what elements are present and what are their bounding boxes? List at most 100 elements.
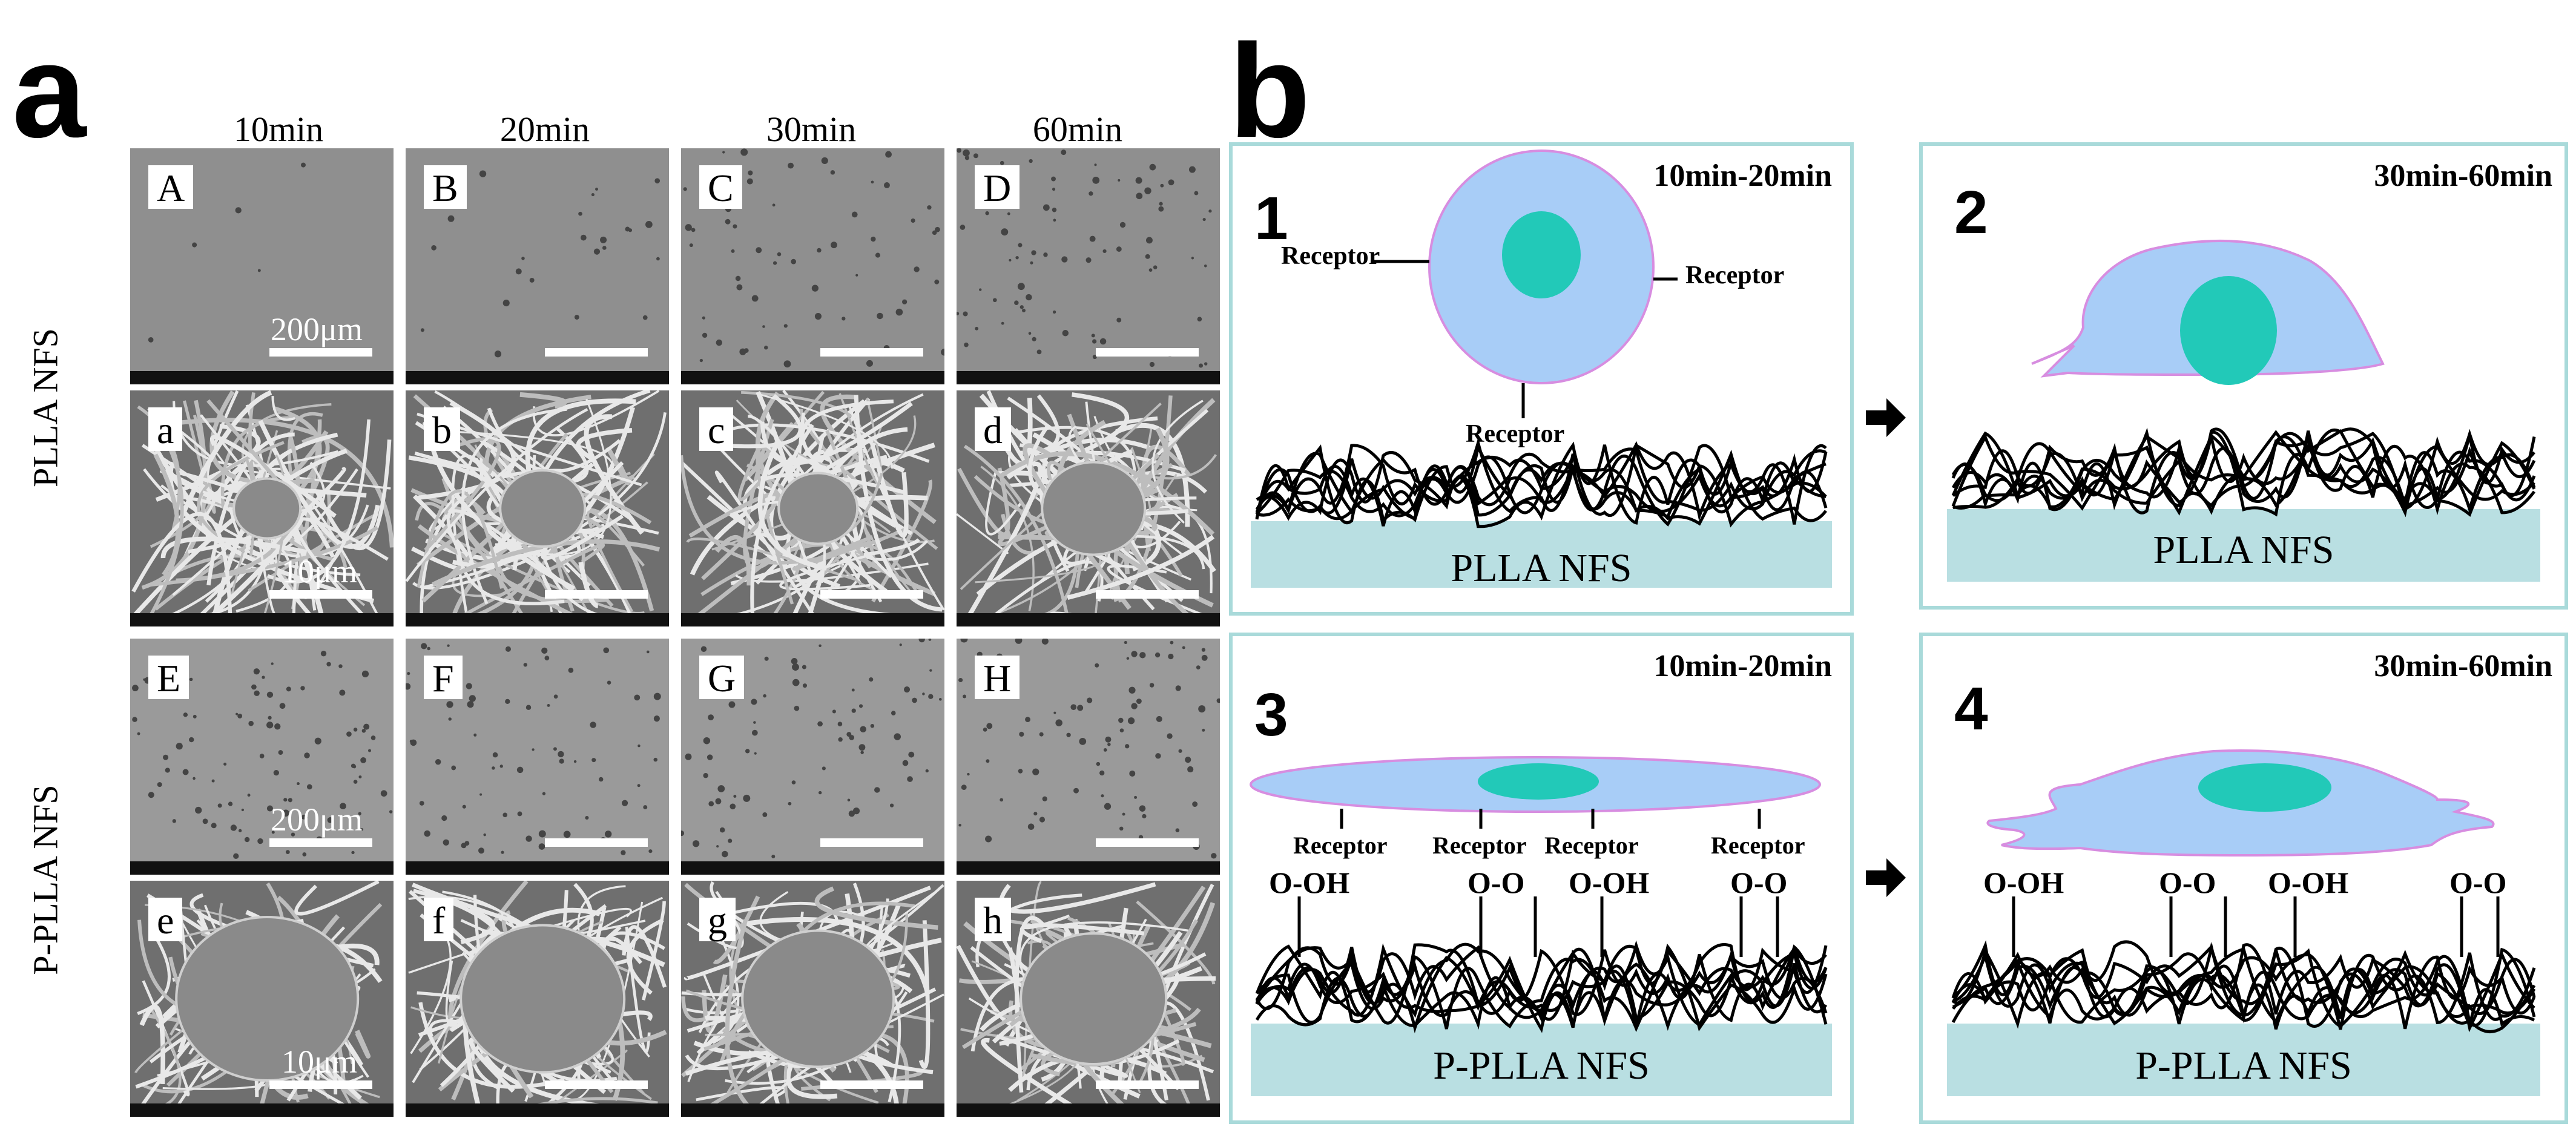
sem-info-bar [406, 1103, 669, 1117]
nucleus [1478, 763, 1599, 800]
column-header-10min: 10min [233, 110, 324, 149]
substrate [1251, 1024, 1832, 1096]
sem-info-bar [130, 613, 394, 626]
step-number-3: 3 [1254, 681, 1288, 749]
nanofiber [1952, 947, 2536, 1033]
cell [741, 929, 895, 1068]
sem-tile-label: D [975, 165, 1020, 209]
sem-image-plla-low-2: B [406, 148, 669, 384]
scale-bar [820, 348, 923, 357]
receptor-label-right: Receptor [1685, 261, 1785, 289]
sem-tile-label: a [148, 407, 183, 451]
sem-image-plla-high-3: c [681, 390, 944, 626]
sem-image-pplla-low-4: H [957, 639, 1220, 875]
scale-bar [1096, 590, 1199, 599]
panel-a-letter: a [12, 16, 87, 165]
column-header-20min: 20min [499, 110, 590, 149]
scale-bar [545, 1080, 648, 1089]
sem-tile-label: A [148, 165, 194, 209]
schematic-step-3: 3 10min-20min Receptor Receptor Receptor… [1229, 633, 1854, 1124]
scale-bar-label: 10μm [282, 553, 357, 590]
sem-info-bar [130, 861, 394, 875]
scale-bar [1096, 1080, 1199, 1089]
time-label-step-3: 10min-20min [1653, 649, 1832, 683]
step-number-4: 4 [1954, 675, 1988, 743]
receptor-label-left: Receptor [1281, 242, 1380, 270]
sem-tile-label: b [424, 407, 460, 451]
step-number-1: 1 [1254, 185, 1288, 252]
scale-bar [269, 590, 372, 599]
scale-bar [269, 1080, 372, 1089]
sem-tile-label: H [975, 656, 1020, 699]
schematic-step-1: 1 10min-20min Receptor Receptor Receptor… [1229, 142, 1854, 616]
nanofiber [1255, 944, 1828, 1033]
schematic-step-2: 2 30min-60min PLLA NFS [1919, 142, 2568, 610]
receptor-label-2: Receptor [1432, 832, 1527, 859]
group-label-2: O-O [1468, 866, 1525, 899]
scale-bar [269, 838, 372, 847]
sem-info-bar [406, 613, 669, 626]
nucleus [2180, 276, 2277, 385]
schematic-step-4: 4 30min-60min O-OH O-O O-OH O-O P-PLLA N… [1919, 633, 2568, 1124]
group-label-4: O-O [1730, 866, 1788, 899]
cell [232, 477, 302, 540]
row-header-plla: PLLA NFS [25, 328, 65, 487]
nanofiber [1256, 449, 1827, 526]
sem-info-bar [681, 861, 944, 875]
nanofiber [1255, 942, 1828, 1028]
row-header-p-plla: P-PLLA NFS [25, 784, 65, 975]
sem-info-bar [406, 861, 669, 875]
sem-image-plla-high-4: d [957, 390, 1220, 626]
sem-tile-label: C [699, 165, 742, 209]
group-label-1: O-OH [1269, 866, 1350, 899]
substrate [1947, 1024, 2540, 1096]
substrate-label: P-PLLA NFS [1433, 1044, 1650, 1088]
scale-bar-label: 10μm [282, 1044, 357, 1080]
arrow-step-3-to-4 [1866, 858, 1906, 897]
nanofiber-mesh [1951, 940, 2536, 1033]
sem-tile-label: E [148, 656, 189, 699]
cell [460, 924, 626, 1074]
arrow-step-1-to-2 [1866, 398, 1906, 437]
sem-info-bar [957, 613, 1220, 626]
sem-image-plla-high-2: b [406, 390, 669, 626]
sem-image-pplla-high-3: g [681, 881, 944, 1117]
nanofiber [1952, 427, 2535, 510]
sem-image-pplla-high-2: f [406, 881, 669, 1117]
substrate-label: PLLA NFS [2153, 528, 2334, 572]
nanofiber-mesh [1255, 437, 1828, 528]
step-1-drawing [1251, 150, 1832, 588]
time-label-step-1: 10min-20min [1653, 159, 1832, 193]
nanofiber [1255, 943, 1828, 1033]
sem-tile-label: B [424, 165, 467, 209]
nanofiber-mesh [1951, 427, 2536, 518]
nanofiber [1951, 429, 2536, 511]
group-label-1: O-OH [1983, 866, 2064, 899]
cell [1020, 932, 1168, 1065]
nanofiber [1952, 940, 2535, 1033]
step-number-2: 2 [1954, 179, 1988, 246]
scale-bar [820, 590, 923, 599]
sem-image-pplla-low-3: G [681, 639, 944, 875]
receptor-label-bottom: Receptor [1466, 420, 1565, 448]
scale-bar [1096, 348, 1199, 357]
sem-info-bar [957, 371, 1220, 384]
scale-bar [1096, 838, 1199, 847]
time-label-step-2: 30min-60min [2374, 159, 2552, 193]
group-label-3: O-OH [2268, 866, 2349, 899]
scale-bar [269, 348, 372, 357]
sem-info-bar [681, 613, 944, 626]
receptor-label-4: Receptor [1711, 832, 1805, 859]
sem-info-bar [957, 1103, 1220, 1117]
nanofiber [1951, 430, 2536, 517]
sem-info-bar [406, 371, 669, 384]
scale-bar [545, 348, 648, 357]
nanofiber [1952, 940, 2536, 1030]
substrate-label: P-PLLA NFS [2135, 1044, 2352, 1088]
sem-info-bar [681, 371, 944, 384]
scale-bar [545, 838, 648, 847]
sem-tile-label: d [975, 407, 1011, 451]
sem-tile-label: c [699, 407, 734, 451]
